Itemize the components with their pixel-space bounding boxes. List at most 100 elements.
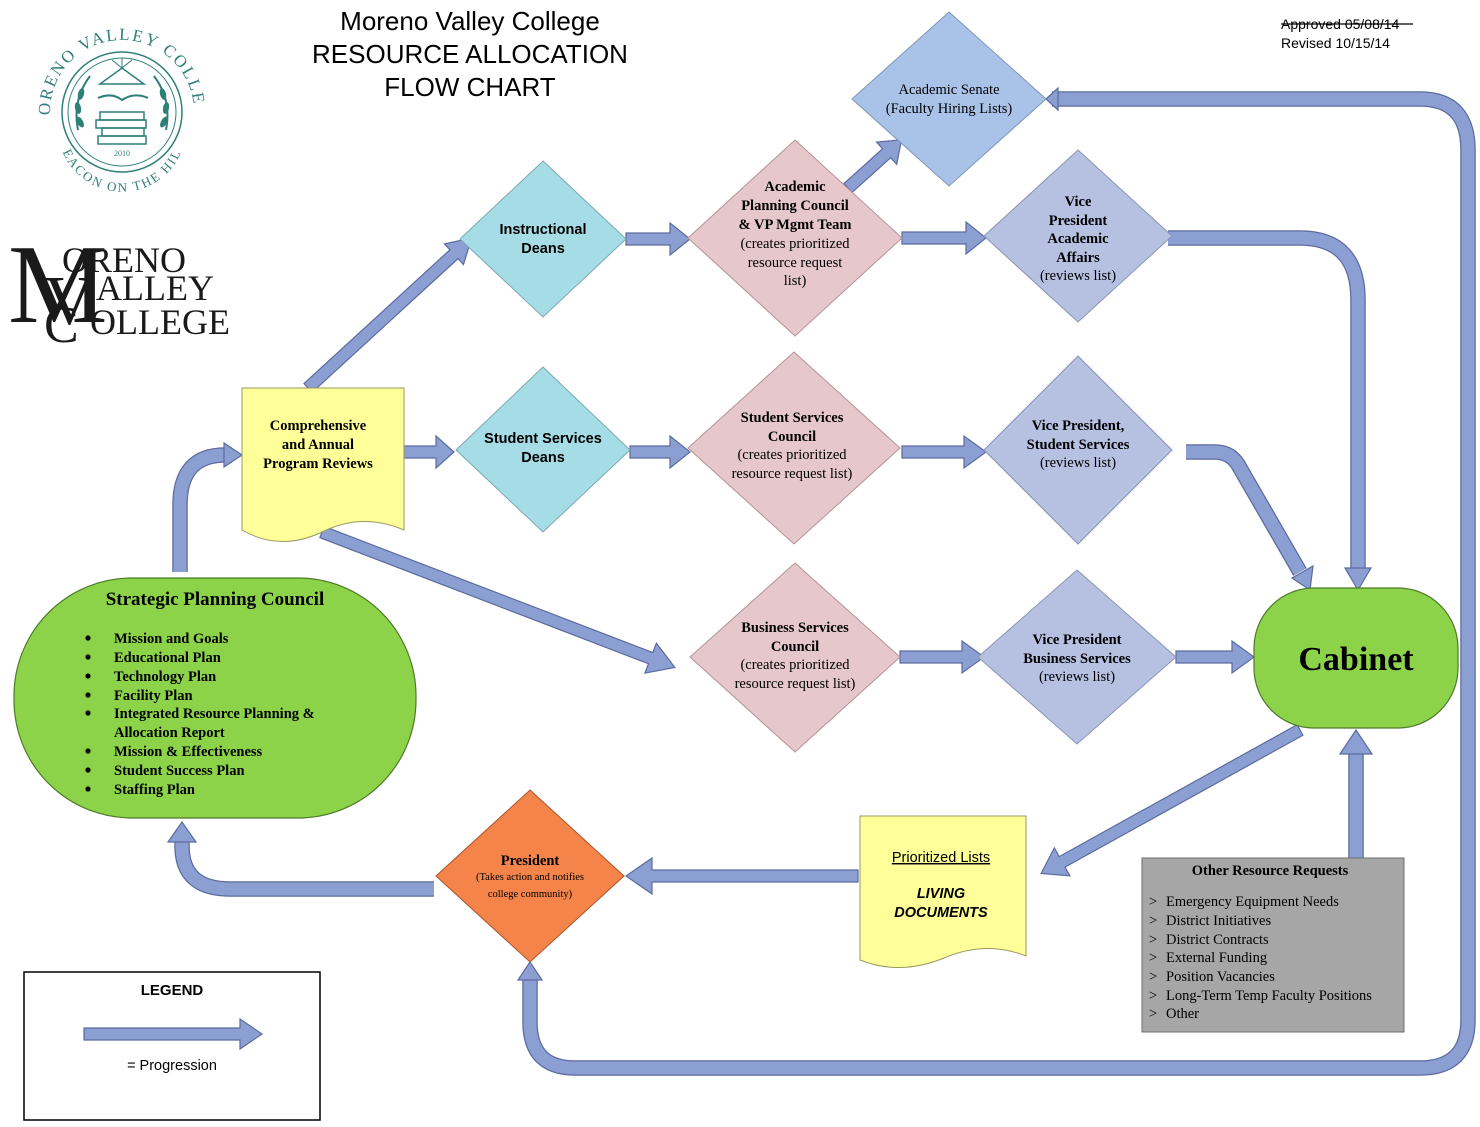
- ssc-line-2: resource request list): [732, 466, 853, 482]
- vpaa-bold-line-2: President: [1049, 213, 1108, 229]
- vpss-bold-line-1: Vice President,: [1032, 418, 1125, 434]
- senate-arrowhead: [1045, 86, 1059, 112]
- ssc-line-1: (creates prioritized: [737, 447, 847, 463]
- orr-to-cabinet-arrowhead: [1338, 728, 1374, 755]
- orr-bullet-1: >: [1149, 894, 1157, 910]
- seal-year: 2010: [114, 149, 130, 158]
- spc-item-5: Integrated Resource Planning &: [114, 706, 315, 722]
- vpaa-to-cabinet-arrowhead: [1343, 567, 1373, 592]
- arrow-cabinet-to-prioritized: [1040, 723, 1304, 877]
- wordmark-initial-c: C: [44, 297, 79, 354]
- spc-item-6: Mission & Effectiveness: [114, 744, 263, 760]
- program-reviews-line-1: Comprehensive: [270, 418, 367, 434]
- node-academic-senate: Academic Senate (Faculty Hiring Lists): [851, 11, 1047, 187]
- instructional-deans-line-1: Instructional: [499, 222, 586, 238]
- apc-line-1: (creates prioritized: [740, 236, 850, 252]
- node-business-services-council: Business Services Council (creates prior…: [689, 562, 901, 753]
- arrow-apc-to-senate: [843, 139, 903, 194]
- legend-progression-text: = Progression: [127, 1058, 217, 1074]
- wordmark-line-3: OLLEGE: [90, 302, 230, 342]
- orr-item-2: District Initiatives: [1166, 913, 1271, 929]
- orr-item-list: > Emergency Equipment Needs > District I…: [1149, 894, 1372, 1022]
- arrow-bscouncil-to-vpbs: [899, 639, 986, 675]
- ssc-bold-line-1: Student Services: [741, 410, 844, 426]
- arrow-apc-to-vpaa: [901, 220, 987, 256]
- spc-item-4: Facility Plan: [114, 688, 193, 704]
- ss-deans-line-1: Student Services: [484, 431, 602, 447]
- connector-pipes: [166, 86, 1476, 1076]
- orr-bullet-2: >: [1149, 913, 1157, 929]
- vpaa-bold-line-1: Vice: [1065, 194, 1092, 210]
- president-line-2: college community): [488, 889, 573, 900]
- vpbs-line-1: (reviews list): [1039, 669, 1115, 685]
- orr-bullet-7: >: [1149, 1006, 1157, 1022]
- bsc-line-2: resource request list): [735, 676, 856, 692]
- node-cabinet: Cabinet: [1253, 587, 1459, 729]
- orr-title: Other Resource Requests: [1192, 863, 1349, 879]
- chart-title: Moreno Valley College RESOURCE ALLOCATIO…: [312, 6, 628, 102]
- legend-box: LEGEND = Progression: [23, 971, 321, 1121]
- node-vp-academic-affairs: Vice President Academic Affairs (reviews…: [983, 149, 1173, 323]
- arrow-ssdeans-to-sscouncil: [629, 434, 691, 470]
- instructional-deans-line-2: Deans: [521, 241, 565, 257]
- spc-item-2: Educational Plan: [114, 650, 221, 666]
- apc-bold-line-3: & VP Mgmt Team: [739, 217, 852, 233]
- node-academic-planning-council: Academic Planning Council & VP Mgmt Team…: [687, 139, 903, 337]
- ss-deans-line-2: Deans: [521, 450, 565, 466]
- spc-title: Strategic Planning Council: [106, 589, 325, 610]
- apc-bold-line-1: Academic: [764, 179, 826, 195]
- ssc-bold-line-2: Council: [768, 429, 816, 445]
- orr-bullet-3: >: [1149, 932, 1157, 948]
- arrow-reviews-to-business: [319, 525, 676, 674]
- node-vp-business-services: Vice President Business Services (review…: [977, 569, 1177, 745]
- living-documents-line-1: LIVING: [917, 886, 965, 902]
- apc-line-2: resource request: [748, 255, 843, 271]
- bsc-bold-line-1: Business Services: [741, 620, 849, 636]
- node-other-resource-requests: Other Resource Requests > Emergency Equi…: [1141, 857, 1405, 1033]
- title-line-1: Moreno Valley College: [340, 6, 600, 36]
- vpss-bold-line-2: Student Services: [1027, 437, 1130, 453]
- program-reviews-line-3: Program Reviews: [263, 456, 373, 472]
- orr-item-5: Position Vacancies: [1166, 969, 1275, 985]
- vpbs-bold-line-2: Business Services: [1023, 651, 1131, 667]
- title-line-2: RESOURCE ALLOCATION: [312, 39, 628, 69]
- orr-item-4: External Funding: [1166, 950, 1267, 966]
- vpaa-bold-line-3: Academic: [1047, 231, 1109, 247]
- node-prioritized-lists: Prioritized Lists LIVING DOCUMENTS: [859, 815, 1027, 968]
- legend-title: LEGEND: [141, 982, 204, 999]
- node-student-services-council: Student Services Council (creates priori…: [687, 351, 901, 545]
- bsc-bold-line-2: Council: [771, 639, 819, 655]
- orr-bullet-6: >: [1149, 988, 1157, 1004]
- spc-item-3: Technology Plan: [114, 669, 216, 685]
- president-title: President: [501, 853, 560, 869]
- node-instructional-deans: Instructional Deans: [459, 160, 627, 318]
- node-vp-student-services: Vice President, Student Services (review…: [983, 355, 1173, 545]
- president-to-spc-arrowhead: [166, 820, 198, 843]
- orr-item-6: Long-Term Temp Faculty Positions: [1166, 988, 1372, 1004]
- wordmark-line-2: ALLEY: [96, 268, 214, 308]
- orr-item-7: Other: [1166, 1006, 1199, 1022]
- apc-line-3: list): [784, 273, 807, 289]
- college-wordmark: M ORENO V ALLEY C OLLEGE: [8, 223, 230, 354]
- node-program-reviews: Comprehensive and Annual Program Reviews: [241, 387, 405, 542]
- spc-to-reviews-arrowhead: [223, 441, 244, 469]
- wordmark-initial-v: V: [44, 263, 95, 340]
- living-documents-line-2: DOCUMENTS: [894, 905, 988, 921]
- orr-bullet-5: >: [1149, 969, 1157, 985]
- president-return-arrowhead: [516, 960, 544, 981]
- arrow-reviews-to-ssdeans: [403, 434, 455, 470]
- spc-item-1: Mission and Goals: [114, 631, 229, 647]
- orr-bullet-4: >: [1149, 950, 1157, 966]
- vpss-to-cabinet-arrowhead: [1290, 564, 1314, 592]
- senate-line-1: Academic Senate: [898, 82, 999, 98]
- wordmark-line-1: ORENO: [62, 240, 186, 280]
- arrow-sscouncil-to-vpss: [901, 434, 988, 470]
- cabinet-label: Cabinet: [1298, 641, 1414, 678]
- arrow-prioritized-to-president: [624, 856, 859, 896]
- vpss-line-1: (reviews list): [1040, 455, 1116, 471]
- program-reviews-line-2: and Annual: [282, 437, 354, 453]
- orr-item-1: Emergency Equipment Needs: [1166, 894, 1339, 910]
- vpaa-line-1: (reviews list): [1040, 268, 1116, 284]
